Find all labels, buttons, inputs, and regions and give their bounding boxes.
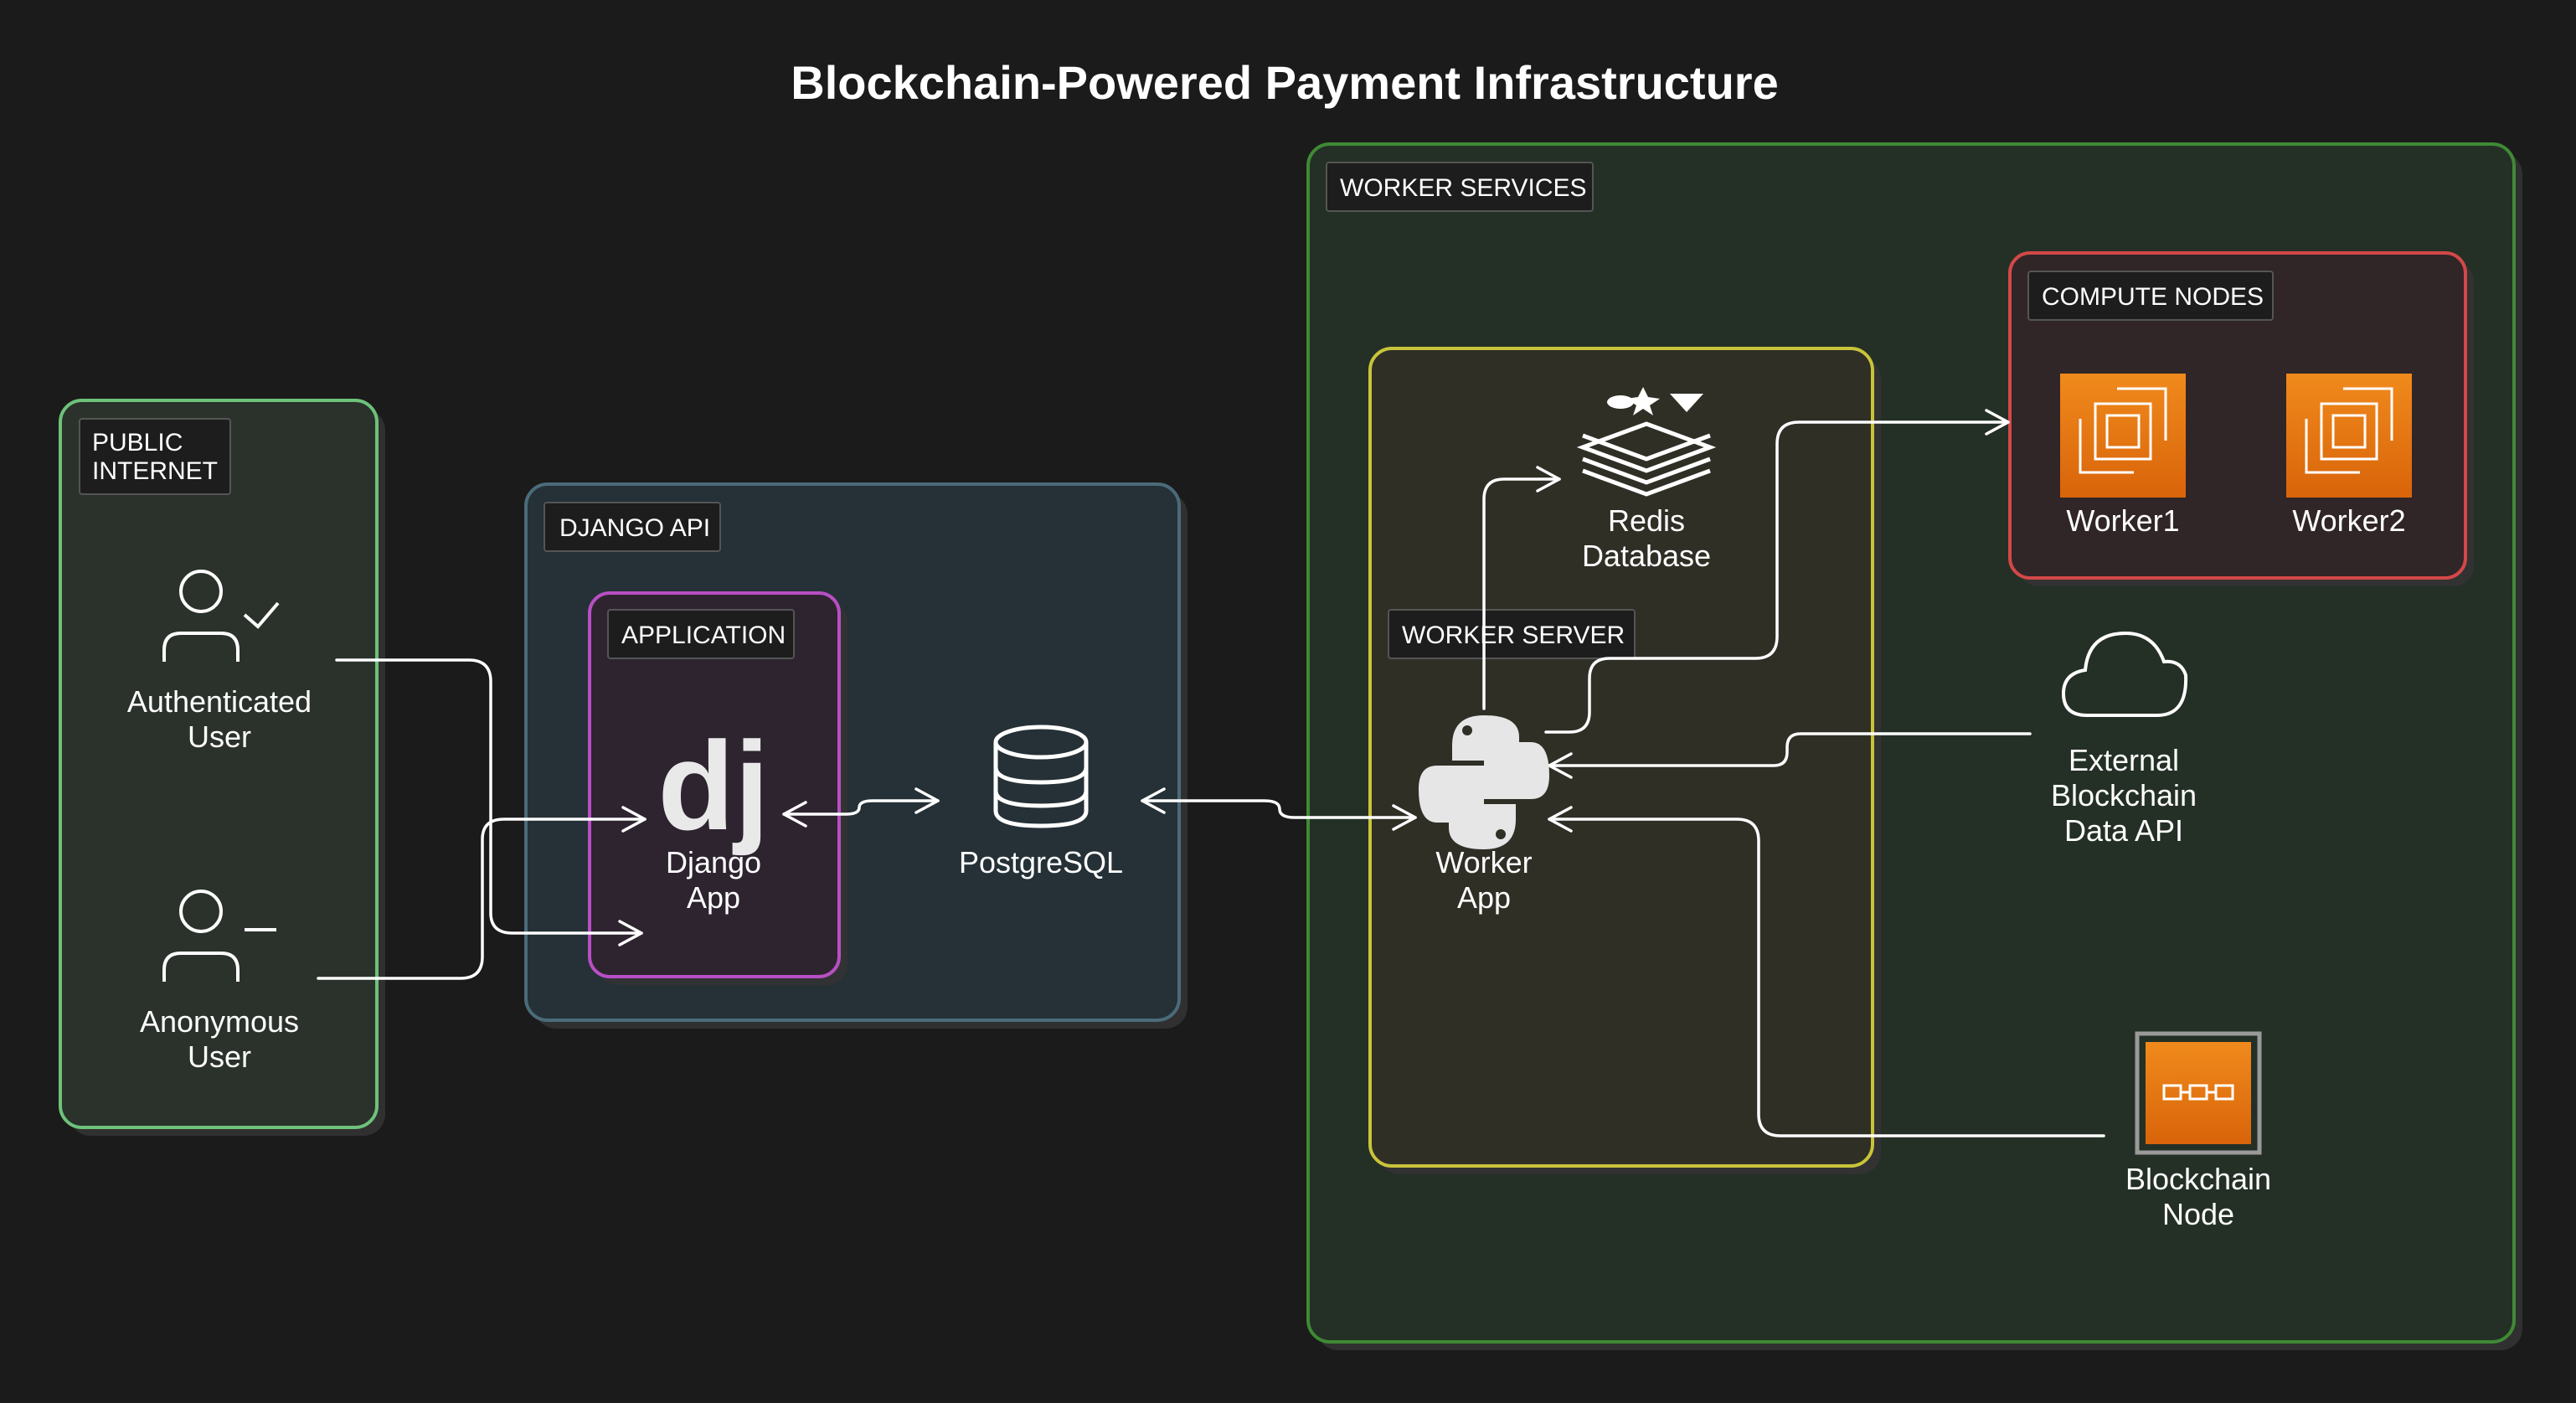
node-label: Anonymous bbox=[140, 1004, 299, 1039]
node-label: Database bbox=[1582, 539, 1711, 573]
group-label-box bbox=[79, 418, 231, 495]
arrowhead bbox=[621, 806, 647, 833]
group-label: WORKER SERVICES bbox=[1340, 174, 1587, 202]
group-label: DJANGO API bbox=[559, 514, 710, 542]
group-label-box bbox=[1388, 609, 1636, 659]
connector-auth-to-django bbox=[335, 658, 643, 935]
group-label-box bbox=[544, 502, 721, 552]
arrowhead bbox=[914, 787, 940, 814]
node-label: Blockchain bbox=[2125, 1162, 2271, 1196]
connector-anon-to-django bbox=[317, 818, 647, 980]
node-label: PostgreSQL bbox=[959, 845, 1123, 879]
node-label: App bbox=[1457, 880, 1511, 915]
node-authenticated-user[interactable]: Authenticated User bbox=[127, 570, 312, 754]
node-worker1[interactable]: Worker1 bbox=[2060, 374, 2186, 538]
arrowhead bbox=[1536, 466, 1561, 493]
node-external-api[interactable]: External Blockchain Data API bbox=[2051, 631, 2197, 848]
node-label: Authenticated bbox=[127, 684, 312, 719]
page-title: Blockchain-Powered Payment Infrastructur… bbox=[791, 56, 1778, 109]
connectors bbox=[317, 409, 2105, 1137]
node-label: Django bbox=[666, 845, 761, 879]
python-icon bbox=[1419, 715, 1549, 849]
node-redis[interactable]: Redis Database bbox=[1576, 387, 1717, 573]
node-worker-app[interactable]: Worker App bbox=[1419, 715, 1549, 915]
arrowhead bbox=[618, 920, 643, 947]
group-label: WORKER SERVER bbox=[1402, 622, 1625, 649]
user-icon bbox=[162, 890, 276, 982]
cloud-icon bbox=[2061, 631, 2188, 717]
connector-blockchain-worker bbox=[1548, 818, 2105, 1137]
group-label: COMPUTE NODES bbox=[2042, 283, 2264, 311]
database-icon bbox=[993, 725, 1089, 828]
node-label: Node bbox=[2162, 1197, 2234, 1231]
group-label-box bbox=[1326, 162, 1594, 212]
arrowhead bbox=[782, 801, 807, 828]
node-label: Redis bbox=[1608, 503, 1685, 538]
group-public-internet: PUBLIC INTERNET bbox=[59, 399, 385, 1136]
connector-postgres-worker bbox=[1141, 799, 1417, 819]
group-application: APPLICATION bbox=[588, 591, 848, 985]
node-django-app[interactable]: dj Django App bbox=[657, 715, 769, 915]
connector-django-postgres bbox=[782, 799, 940, 816]
arrowhead bbox=[1392, 804, 1417, 831]
group-label: PUBLIC bbox=[92, 429, 183, 456]
node-label: Data API bbox=[2064, 813, 2183, 848]
group-worker-server: WORKER SERVER bbox=[1368, 347, 1881, 1174]
blockchain-glyph bbox=[2162, 1084, 2234, 1101]
arrowhead bbox=[1548, 752, 1573, 779]
connector-external-worker bbox=[1548, 732, 2032, 767]
user-check-icon bbox=[162, 570, 280, 662]
node-label: User bbox=[188, 1039, 251, 1074]
node-worker2[interactable]: Worker2 bbox=[2286, 374, 2412, 538]
group-label-box bbox=[607, 609, 795, 659]
arrowhead bbox=[1985, 409, 2010, 436]
node-label: Worker1 bbox=[2066, 503, 2179, 538]
connector-worker-compute bbox=[1544, 420, 2010, 734]
node-label: Blockchain bbox=[2051, 778, 2197, 812]
blockchain-icon-frame bbox=[2135, 1031, 2262, 1155]
node-label: User bbox=[188, 720, 251, 754]
node-label: App bbox=[687, 880, 740, 915]
group-label: APPLICATION bbox=[621, 622, 786, 649]
arrowhead bbox=[1141, 787, 1166, 814]
group-label-box bbox=[2027, 271, 2274, 321]
chip-glyph bbox=[2305, 387, 2393, 474]
chip-glyph bbox=[2079, 387, 2167, 474]
node-label: Worker bbox=[1435, 845, 1532, 879]
node-label: Worker2 bbox=[2292, 503, 2405, 538]
group-label: INTERNET bbox=[92, 457, 218, 485]
blockchain-icon bbox=[2146, 1042, 2251, 1144]
django-icon: dj bbox=[657, 715, 769, 856]
node-postgresql[interactable]: PostgreSQL bbox=[959, 725, 1123, 879]
node-blockchain[interactable]: Blockchain Node bbox=[2125, 1031, 2271, 1231]
node-anonymous-user[interactable]: Anonymous User bbox=[140, 890, 299, 1074]
node-label: External bbox=[2069, 743, 2179, 777]
connector-worker-redis bbox=[1482, 477, 1561, 710]
arrowhead bbox=[1548, 806, 1573, 833]
redis-icon bbox=[1576, 387, 1717, 497]
